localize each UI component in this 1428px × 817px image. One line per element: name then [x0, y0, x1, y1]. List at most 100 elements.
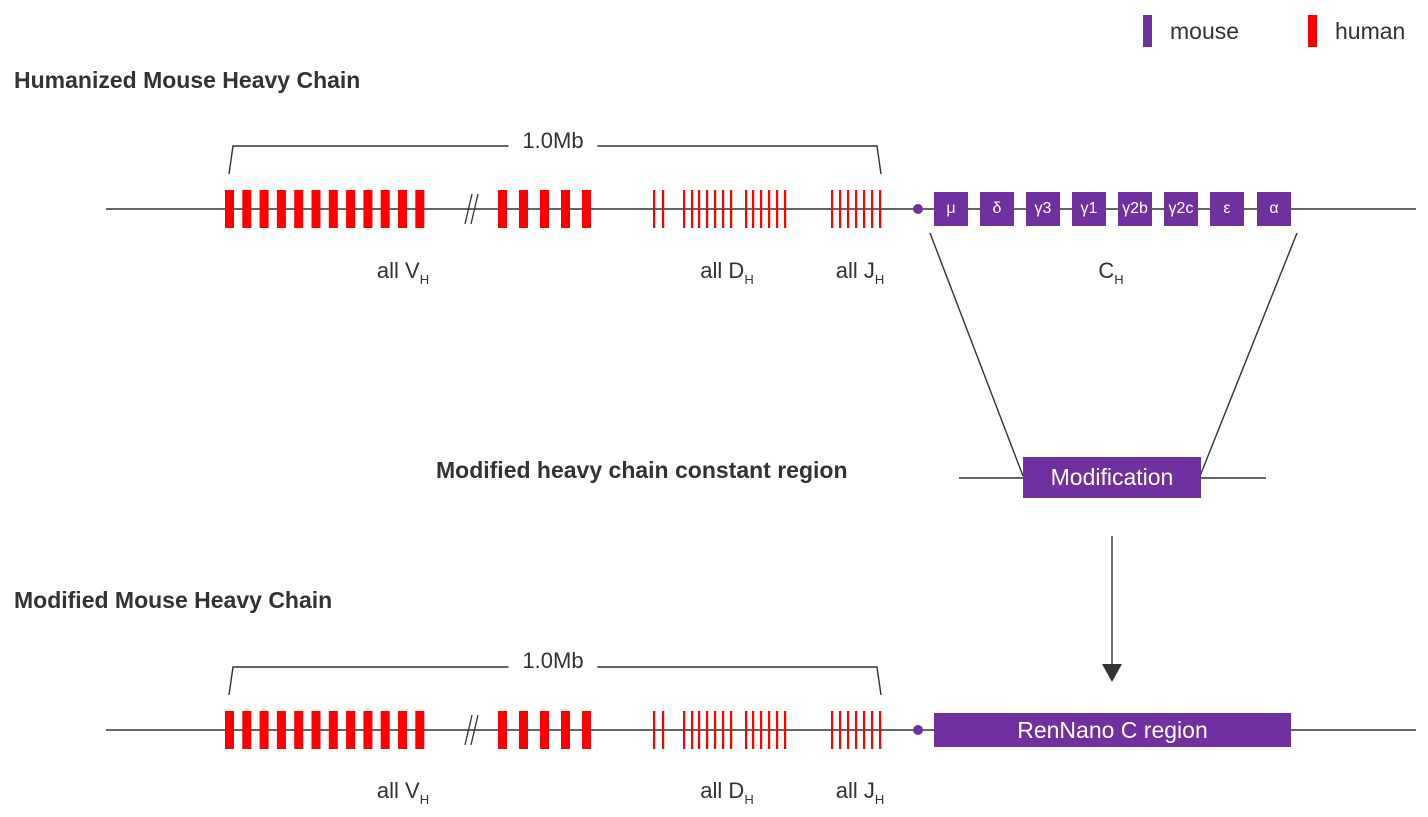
vh-segment	[225, 190, 234, 228]
section1-title: Humanized Mouse Heavy Chain	[14, 67, 361, 93]
vh-segment	[242, 190, 252, 228]
jh-segment	[855, 711, 858, 749]
vh-segment	[311, 711, 321, 749]
vh-segment	[540, 711, 549, 749]
dh-segment	[768, 190, 771, 228]
modification-title: Modified heavy chain constant region	[436, 457, 848, 483]
section2-size-label: 1.0Mb	[508, 648, 598, 674]
dh-segment	[722, 711, 725, 749]
jh-segment	[871, 711, 874, 749]
vh-segment	[328, 711, 338, 749]
jh-segment	[839, 190, 842, 228]
vh-segment	[276, 190, 286, 228]
vh-segment	[582, 190, 591, 228]
vh-segment	[276, 711, 286, 749]
dh-segment	[683, 711, 686, 749]
dh-segment	[698, 190, 701, 228]
vh-segment	[242, 711, 252, 749]
section1-c-label: CH	[1098, 258, 1124, 287]
vh-segment	[380, 190, 390, 228]
legend-mouse-label: mouse	[1170, 17, 1240, 44]
dh-segment	[745, 190, 748, 228]
jh-segment	[879, 711, 882, 749]
funnel-left-line	[929, 232, 1024, 477]
break-mark	[464, 193, 473, 225]
dh-segment	[752, 711, 755, 749]
dh-segment	[662, 711, 665, 749]
legend-human-label: human	[1335, 17, 1406, 44]
dh-segment	[691, 711, 694, 749]
legend-mouse: mouse	[1143, 14, 1239, 48]
vh-segment	[259, 711, 269, 749]
dh-segment	[752, 190, 755, 228]
vh-segment	[259, 190, 269, 228]
constant-gene-box: γ3	[1026, 192, 1060, 226]
modified-locus-graphics	[106, 666, 1416, 749]
constant-gene-box: γ1	[1072, 192, 1106, 226]
dh-segment	[776, 711, 779, 749]
vh-segment	[294, 711, 304, 749]
vh-segment	[380, 711, 390, 749]
constant-gene-box: ε	[1210, 192, 1244, 226]
jh-segment	[863, 190, 866, 228]
vh-segment	[294, 190, 304, 228]
mouse-swatch	[1143, 15, 1152, 47]
vh-segment	[498, 190, 507, 228]
jh-segment	[863, 711, 866, 749]
legend-human: human	[1308, 14, 1405, 48]
dh-segment	[776, 190, 779, 228]
vh-segment	[540, 190, 549, 228]
vh-segment	[519, 711, 528, 749]
jh-segment	[839, 711, 842, 749]
constant-gene-box: δ	[980, 192, 1014, 226]
dh-segment	[760, 190, 763, 228]
arrow-head-icon	[1102, 664, 1122, 682]
enhancer-dot	[913, 725, 923, 735]
constant-gene-box: γ2b	[1118, 192, 1152, 226]
dh-segment	[714, 190, 717, 228]
vh-segment	[346, 711, 356, 749]
section2-v-label: all VH	[376, 778, 430, 807]
dh-segment	[745, 711, 748, 749]
dh-segment	[784, 711, 787, 749]
vh-segment	[398, 711, 407, 749]
vh-segment	[398, 190, 407, 228]
jh-segment	[871, 190, 874, 228]
jh-segment	[831, 711, 834, 749]
dh-segment	[730, 711, 733, 749]
vh-segment	[311, 190, 321, 228]
section1-j-label: all JH	[835, 258, 885, 287]
dh-segment	[653, 711, 656, 749]
break-mark	[470, 193, 479, 225]
dh-segment	[730, 190, 733, 228]
dh-segment	[714, 711, 717, 749]
dh-segment	[698, 711, 701, 749]
constant-gene-box: μ	[934, 192, 968, 226]
constant-gene-box: α	[1257, 192, 1291, 226]
human-swatch	[1308, 15, 1317, 47]
dh-segment	[683, 190, 686, 228]
jh-segment	[847, 190, 850, 228]
break-mark	[464, 714, 473, 746]
dh-segment	[662, 190, 665, 228]
section2-title: Modified Mouse Heavy Chain	[14, 587, 333, 613]
dh-segment	[768, 711, 771, 749]
vh-segment	[346, 190, 356, 228]
constant-gene-box: γ2c	[1164, 192, 1198, 226]
dh-segment	[760, 711, 763, 749]
vh-segment	[582, 711, 591, 749]
dh-segment	[691, 190, 694, 228]
vh-segment	[498, 711, 507, 749]
break-mark	[470, 714, 479, 746]
dh-segment	[653, 190, 656, 228]
vh-segment	[328, 190, 338, 228]
section1-v-label: all VH	[376, 258, 430, 287]
dh-segment	[722, 190, 725, 228]
rennano-c-region-box: RenNano C region	[934, 713, 1291, 747]
section2-d-label: all DH	[700, 778, 754, 807]
jh-segment	[879, 190, 882, 228]
vh-segment	[561, 711, 570, 749]
vh-segment	[415, 711, 425, 749]
vh-segment	[363, 190, 373, 228]
